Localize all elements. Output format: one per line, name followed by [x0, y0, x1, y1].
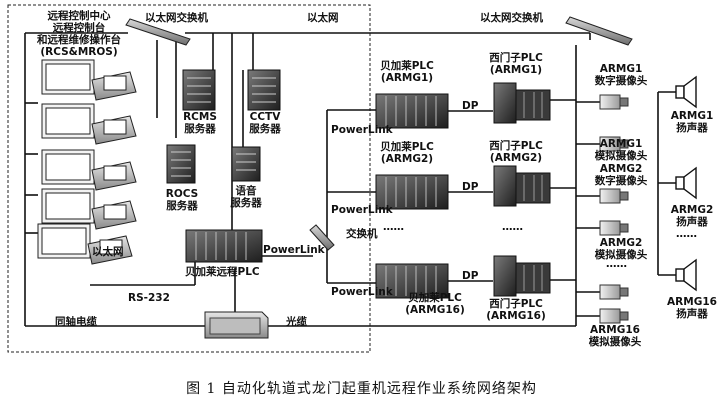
- coax-label: 同轴电缆: [55, 316, 97, 328]
- br-plc-armg1: [375, 93, 449, 129]
- rocs-server: [166, 144, 196, 184]
- br-plc-armg16: [375, 263, 449, 299]
- cameras: [599, 94, 629, 324]
- speaker-armg2-icon: [675, 166, 697, 200]
- dp-label-2: DP: [462, 181, 479, 193]
- camera-armg16-analog: [599, 308, 629, 324]
- siemens-plc-armg1-label: 西门子PLC(ARMG1): [489, 52, 543, 76]
- powerlink-label-16: PowerLink: [331, 286, 393, 298]
- camera-armg1-digital: [599, 94, 629, 110]
- operator-consoles: [37, 59, 137, 265]
- powerlink-label-2: PowerLink: [331, 204, 393, 216]
- powerlink-switch-mid: [309, 224, 335, 251]
- br-plc-armg16-label: 贝加莱PLC(ARMG16): [405, 292, 465, 316]
- remote-plc-rack: [185, 229, 263, 263]
- siemens-plc-armg16: [493, 255, 551, 297]
- speaker-armg1-icon: [675, 75, 697, 109]
- powerlink-label-1: PowerLink: [331, 124, 393, 136]
- switch-left-label: 以太网交换机: [145, 12, 208, 24]
- ethernet-switch-left: [125, 18, 191, 46]
- figure-caption: 图 1 自动化轨道式龙门起重机远程作业系统网络架构: [186, 381, 537, 397]
- ethernet-left-label: 以太网: [92, 246, 124, 258]
- switch-right-label: 以太网交换机: [480, 12, 543, 24]
- rs232-converter: [204, 311, 269, 339]
- ellipsis-cameras: ……: [606, 258, 627, 270]
- ellipsis-speakers: ……: [676, 228, 697, 240]
- control-center-line1: 远程控制中心: [47, 10, 111, 22]
- ellipsis-br: ……: [383, 221, 404, 233]
- console-2: [41, 103, 137, 145]
- cctv-server: [247, 69, 281, 111]
- console-5: [37, 223, 133, 265]
- control-center-line3: 和远程维修操作台: [37, 34, 121, 46]
- siemens-plc-armg1: [493, 82, 551, 124]
- network-lines: [24, 32, 676, 327]
- siemens-plc-armg16-label: 西门子PLC(ARMG16): [486, 298, 546, 322]
- camera-armg1-analog: [599, 136, 629, 152]
- control-center-boundary: [7, 4, 371, 353]
- siemens-plc-armg2-label: 西门子PLC(ARMG2): [489, 140, 543, 164]
- voice-server: [231, 146, 261, 182]
- siemens-plc-armg2: [493, 165, 551, 207]
- rcms-server: [182, 69, 216, 111]
- ellipsis-siemens: ……: [502, 221, 523, 233]
- control-center-line4: (RCS&MROS): [40, 46, 118, 58]
- br-plc-armg1-label: 贝加莱PLC(ARMG1): [380, 60, 434, 84]
- remote-plc-label: 贝加莱远程PLC: [185, 266, 260, 278]
- br-plc-armg2: [375, 174, 449, 210]
- control-center-line2: 远程控制台: [52, 22, 106, 34]
- camera-armg2-digital: [599, 188, 629, 204]
- br-plc-armg2-label: 贝加莱PLC(ARMG2): [380, 141, 434, 165]
- switch-mid-label: 交换机: [346, 228, 378, 240]
- fiber-label: 光缆: [286, 316, 307, 328]
- camera-armg16-digital: [599, 284, 629, 300]
- speakers: [675, 75, 697, 292]
- powerlink-label-mid: PowerLink: [263, 244, 325, 256]
- console-4: [41, 188, 137, 230]
- speaker-armg16-icon: [675, 258, 697, 292]
- dp-label-1: DP: [462, 100, 479, 112]
- dp-label-16: DP: [462, 270, 479, 282]
- voice-server-label: 语音服务器: [230, 185, 262, 209]
- console-3: [41, 149, 137, 191]
- ethernet-top-label: 以太网: [307, 12, 339, 24]
- control-center-title: 远程控制中心 远程控制台 和远程维修操作台 (RCS&MROS): [14, 10, 144, 58]
- camera-armg2-analog: [599, 220, 629, 236]
- ethernet-switch-right: [565, 16, 633, 46]
- rs232-label: RS-232: [128, 292, 170, 304]
- console-1: [41, 59, 137, 101]
